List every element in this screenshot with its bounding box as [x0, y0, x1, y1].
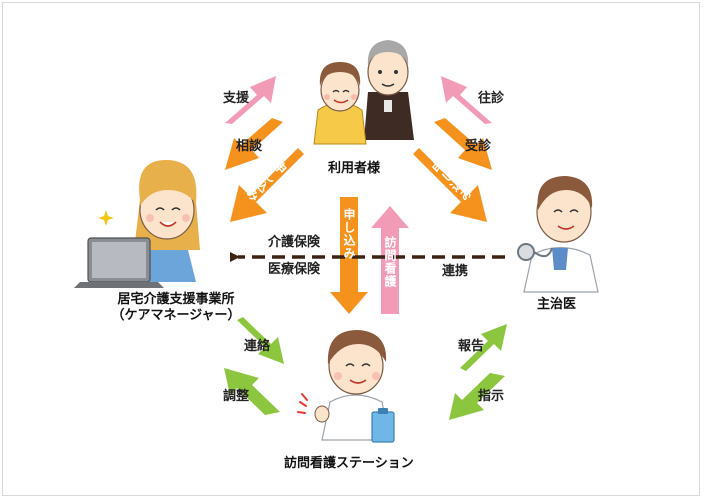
doctor-label: 主治医 [537, 297, 577, 312]
contact-label: 連絡 [244, 339, 271, 354]
visit-nursing-arrow [371, 206, 409, 314]
consult-arrow [225, 118, 283, 170]
support-label: 支援 [223, 91, 250, 106]
visit-nursing-text: 訪問看護 [383, 236, 397, 288]
instruct-arrow [449, 373, 505, 420]
contact-arrow [237, 317, 284, 364]
apply-center-arrow [330, 197, 368, 314]
support-arrow [225, 76, 276, 124]
diagram-frame [2, 2, 700, 496]
nurse-illustration [297, 330, 395, 443]
adjust-arrow [224, 368, 280, 415]
elderly-couple-illustration [313, 40, 414, 145]
instruct-label: 指示 [478, 389, 505, 404]
care-manager-illustration [74, 160, 200, 288]
house-call-arrow [441, 76, 492, 124]
consultation-arrow [434, 118, 492, 170]
report-arrow [460, 324, 507, 371]
apply-center-text: 申し込み [342, 208, 356, 260]
apply-right-arrow [413, 148, 487, 222]
consultation-label: 受診 [465, 139, 492, 154]
care-office-name: 居宅介護支援事業所 [117, 292, 235, 307]
care-insurance-label: 介護保険 [268, 235, 321, 250]
care-office-label: 居宅介護支援事業所 （ケアマネージャー） [94, 292, 258, 325]
adjust-label: 調整 [223, 389, 250, 404]
cooperation-label: 連携 [442, 264, 469, 279]
station-label: 訪問看護ステーション [284, 456, 414, 471]
report-label: 報告 [458, 339, 485, 354]
apply-left-arrow [230, 148, 304, 222]
user-label: 利用者様 [328, 161, 381, 176]
house-call-label: 往診 [478, 91, 505, 106]
care-manager-name: （ケアマネージャー） [111, 308, 241, 324]
medical-insurance-label: 医療保険 [268, 262, 321, 277]
doctor-illustration [517, 176, 599, 293]
consult-label: 相談 [236, 139, 263, 154]
